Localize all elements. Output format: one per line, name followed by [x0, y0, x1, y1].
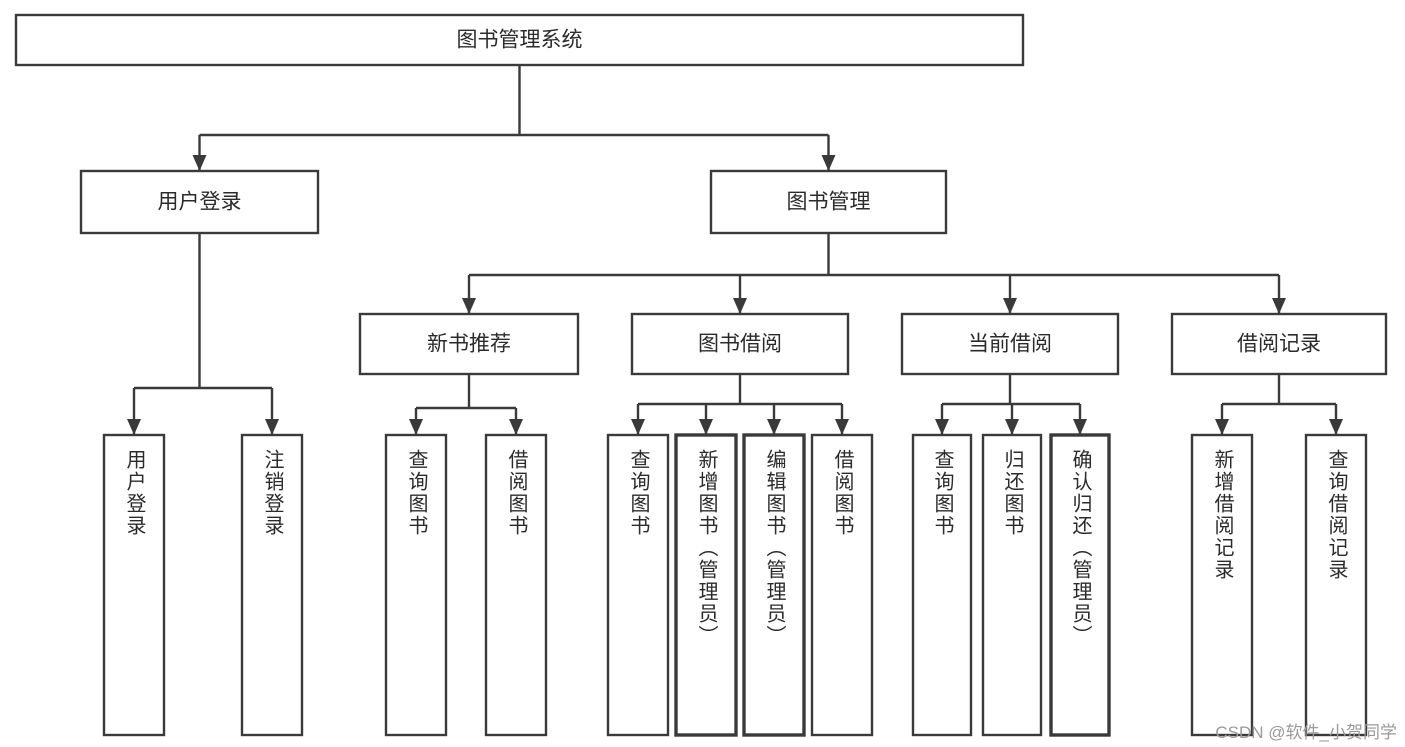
arrow-head-icon [821, 155, 836, 171]
arrow-head-icon [1329, 419, 1343, 435]
arrow-head-icon [127, 419, 141, 435]
node-leaf-logout[interactable] [240, 433, 304, 737]
node-label-borrow-record: 借阅记录 [1237, 333, 1321, 356]
node-current-borrow[interactable] [900, 312, 1120, 376]
node-label-book-borrow: 图书借阅 [698, 333, 782, 356]
arrow-head-icon [509, 419, 523, 435]
node-leaf-user-login[interactable] [102, 433, 166, 737]
node-book-manage[interactable] [709, 169, 948, 235]
watermark-text: CSDN @软件_小贺同学 [1215, 723, 1397, 742]
node-label-new-book-rec: 新书推荐 [427, 333, 511, 356]
node-leaf-confirm-return[interactable] [1049, 433, 1111, 737]
arrow-head-icon [733, 298, 747, 314]
node-borrow-record[interactable] [1170, 312, 1388, 376]
arrow-head-icon [1005, 419, 1019, 435]
node-new-book-rec[interactable] [358, 312, 580, 376]
arrow-head-icon [767, 419, 781, 435]
node-leaf-edit-book[interactable] [742, 433, 806, 737]
node-label-current-borrow: 当前借阅 [968, 333, 1052, 356]
arrow-head-icon [1272, 298, 1286, 314]
node-user-login[interactable] [79, 169, 320, 235]
connector-lines [127, 65, 1343, 435]
node-leaf-borrow-book[interactable] [810, 433, 874, 737]
node-label-book-manage: 图书管理 [787, 191, 871, 214]
node-leaf-add-book[interactable] [674, 433, 738, 737]
arrow-head-icon [1215, 419, 1229, 435]
arrow-head-icon [835, 419, 849, 435]
arrow-head-icon [192, 155, 207, 171]
node-leaf-query-book-cur[interactable] [911, 433, 973, 737]
node-leaf-add-record[interactable] [1190, 433, 1254, 737]
arrow-head-icon [1003, 298, 1017, 314]
arrow-head-icon [265, 419, 279, 435]
node-leaf-query-book-borrow[interactable] [606, 433, 670, 737]
node-boxes [14, 13, 1388, 737]
node-leaf-return-book[interactable] [981, 433, 1043, 737]
node-label-root: 图书管理系统 [457, 29, 583, 52]
node-root[interactable] [14, 13, 1025, 67]
arrow-head-icon [409, 419, 423, 435]
arrow-head-icon [631, 419, 645, 435]
arrow-head-icon [462, 298, 476, 314]
node-book-borrow[interactable] [630, 312, 850, 376]
arrow-head-icon [699, 419, 713, 435]
node-label-user-login: 用户登录 [158, 191, 242, 214]
node-leaf-borrow-book-rec[interactable] [484, 433, 548, 737]
arrow-head-icon [935, 419, 949, 435]
node-leaf-query-book-rec[interactable] [384, 433, 448, 737]
arrow-head-icon [1073, 419, 1087, 435]
node-leaf-query-record[interactable] [1304, 433, 1368, 737]
